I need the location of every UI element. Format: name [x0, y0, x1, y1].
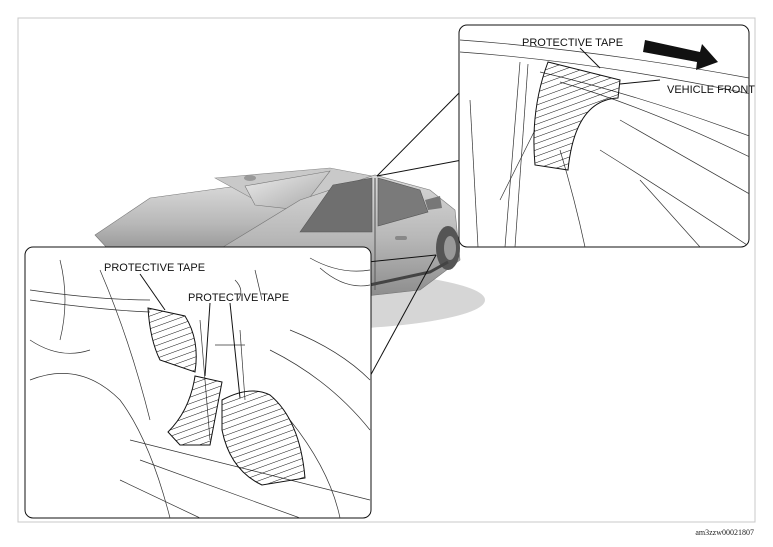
callout-bottom: PROTECTIVE TAPE PROTECTIVE TAPE [24, 246, 372, 519]
figure-code: am3zzw00021807 [695, 528, 754, 537]
label-protective-tape-bottom-2: PROTECTIVE TAPE [188, 292, 289, 304]
label-protective-tape-top: PROTECTIVE TAPE [522, 37, 623, 49]
callout-leader-lines [367, 89, 463, 381]
label-protective-tape-bottom-1: PROTECTIVE TAPE [104, 262, 205, 274]
callout-top: PROTECTIVE TAPE VEHICLE FRONT [458, 24, 755, 248]
label-vehicle-front: VEHICLE FRONT [667, 84, 755, 96]
